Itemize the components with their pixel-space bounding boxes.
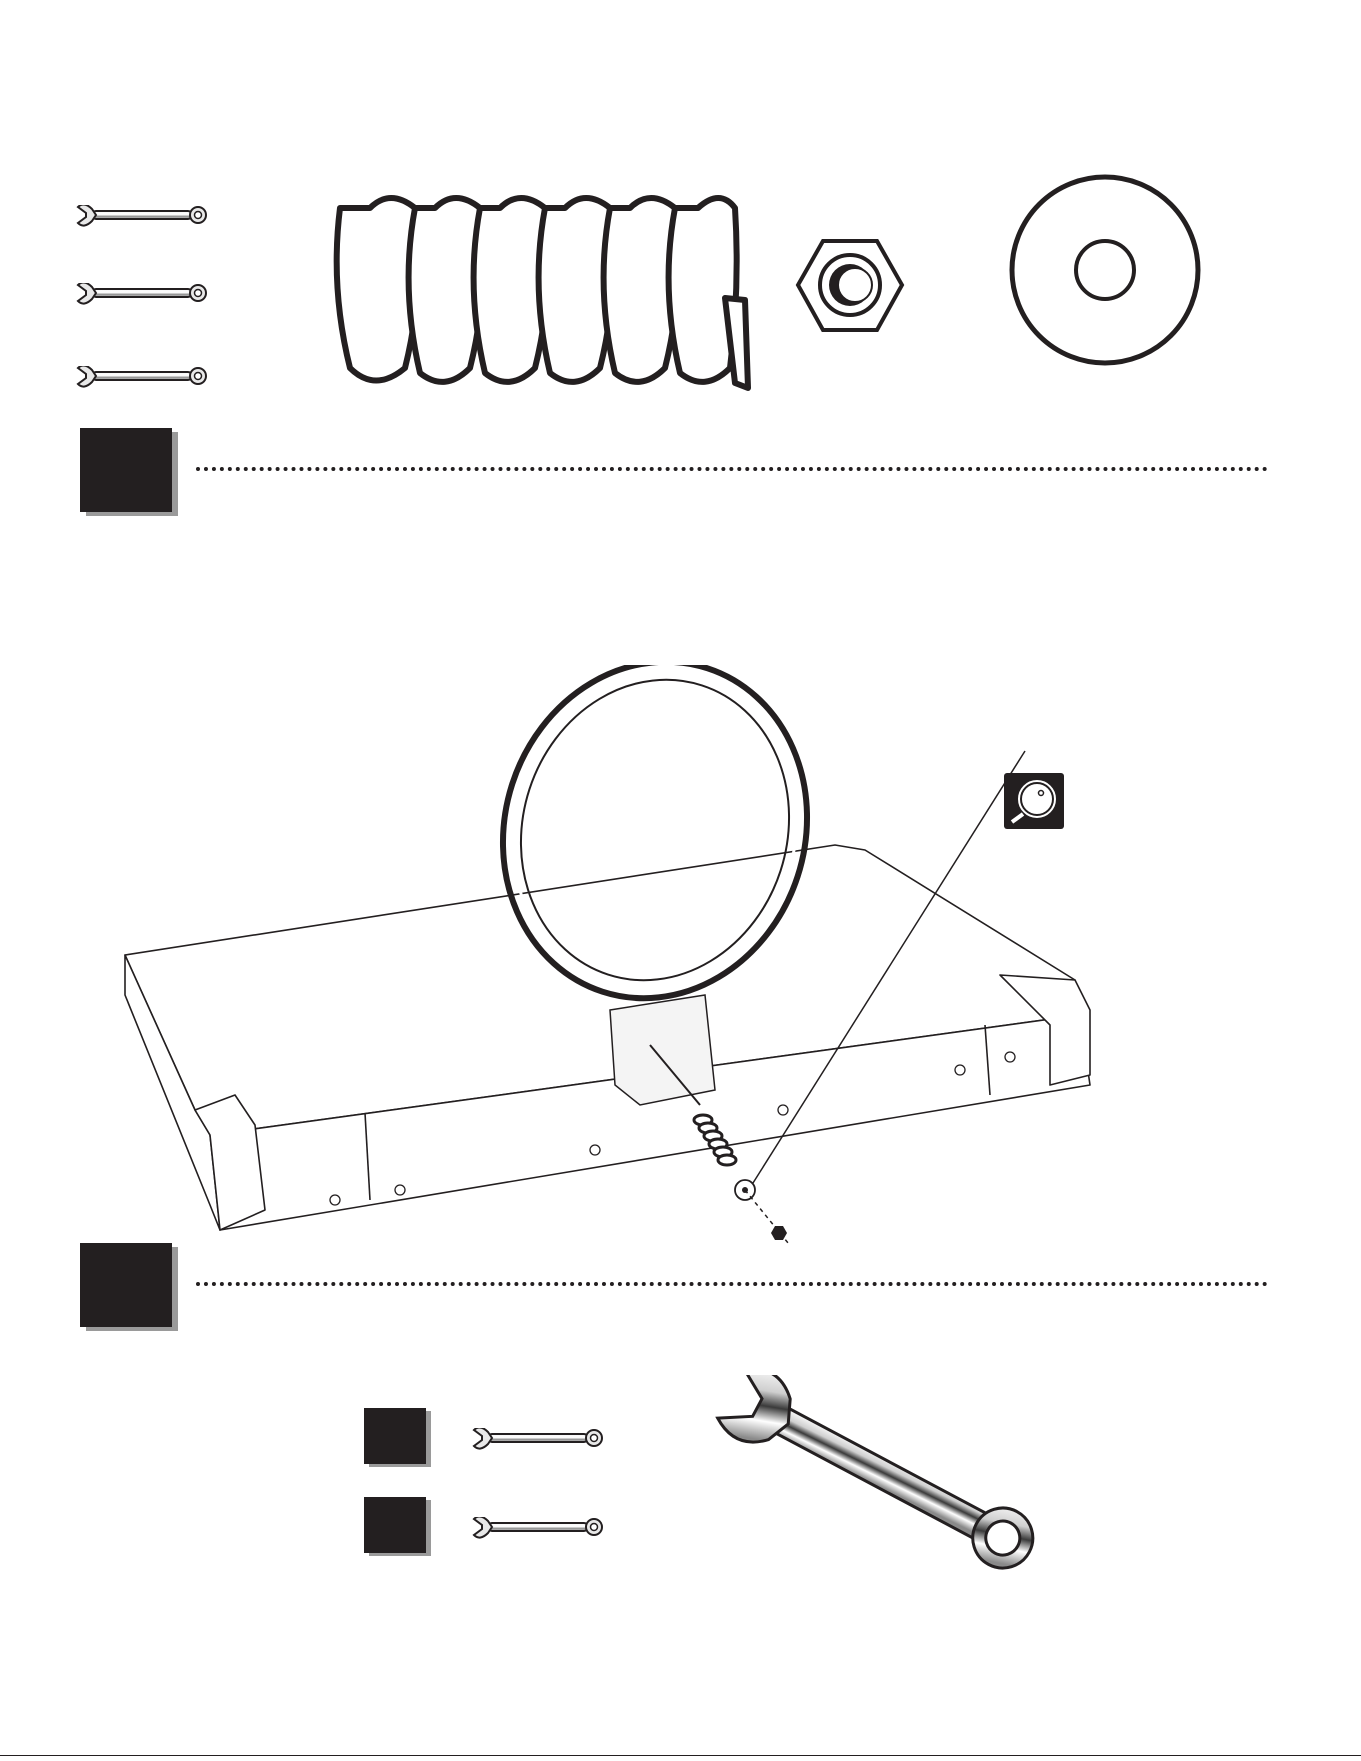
- tool-2-marker: [364, 1497, 426, 1553]
- wrench-icon: [76, 366, 216, 390]
- combination-wrench-icon: [700, 1375, 1060, 1575]
- step-2-marker: [80, 1243, 172, 1327]
- step-1-marker: [80, 428, 172, 512]
- step-1-divider: [196, 467, 1268, 471]
- wrench-icon: [76, 283, 216, 307]
- washer-callout-icon: [1003, 772, 1065, 830]
- backboard-rim-assembly: [115, 665, 1125, 1245]
- wrench-icon: [76, 205, 216, 229]
- wrench-icon: [472, 1428, 612, 1452]
- wrench-icon: [472, 1517, 612, 1541]
- hex-nut-icon: [795, 238, 905, 333]
- step-2-divider: [196, 1282, 1268, 1286]
- footer-rule: [0, 1755, 1361, 1756]
- tool-1-marker: [364, 1408, 426, 1464]
- washer-icon: [1005, 170, 1205, 370]
- spring-icon: [330, 188, 760, 398]
